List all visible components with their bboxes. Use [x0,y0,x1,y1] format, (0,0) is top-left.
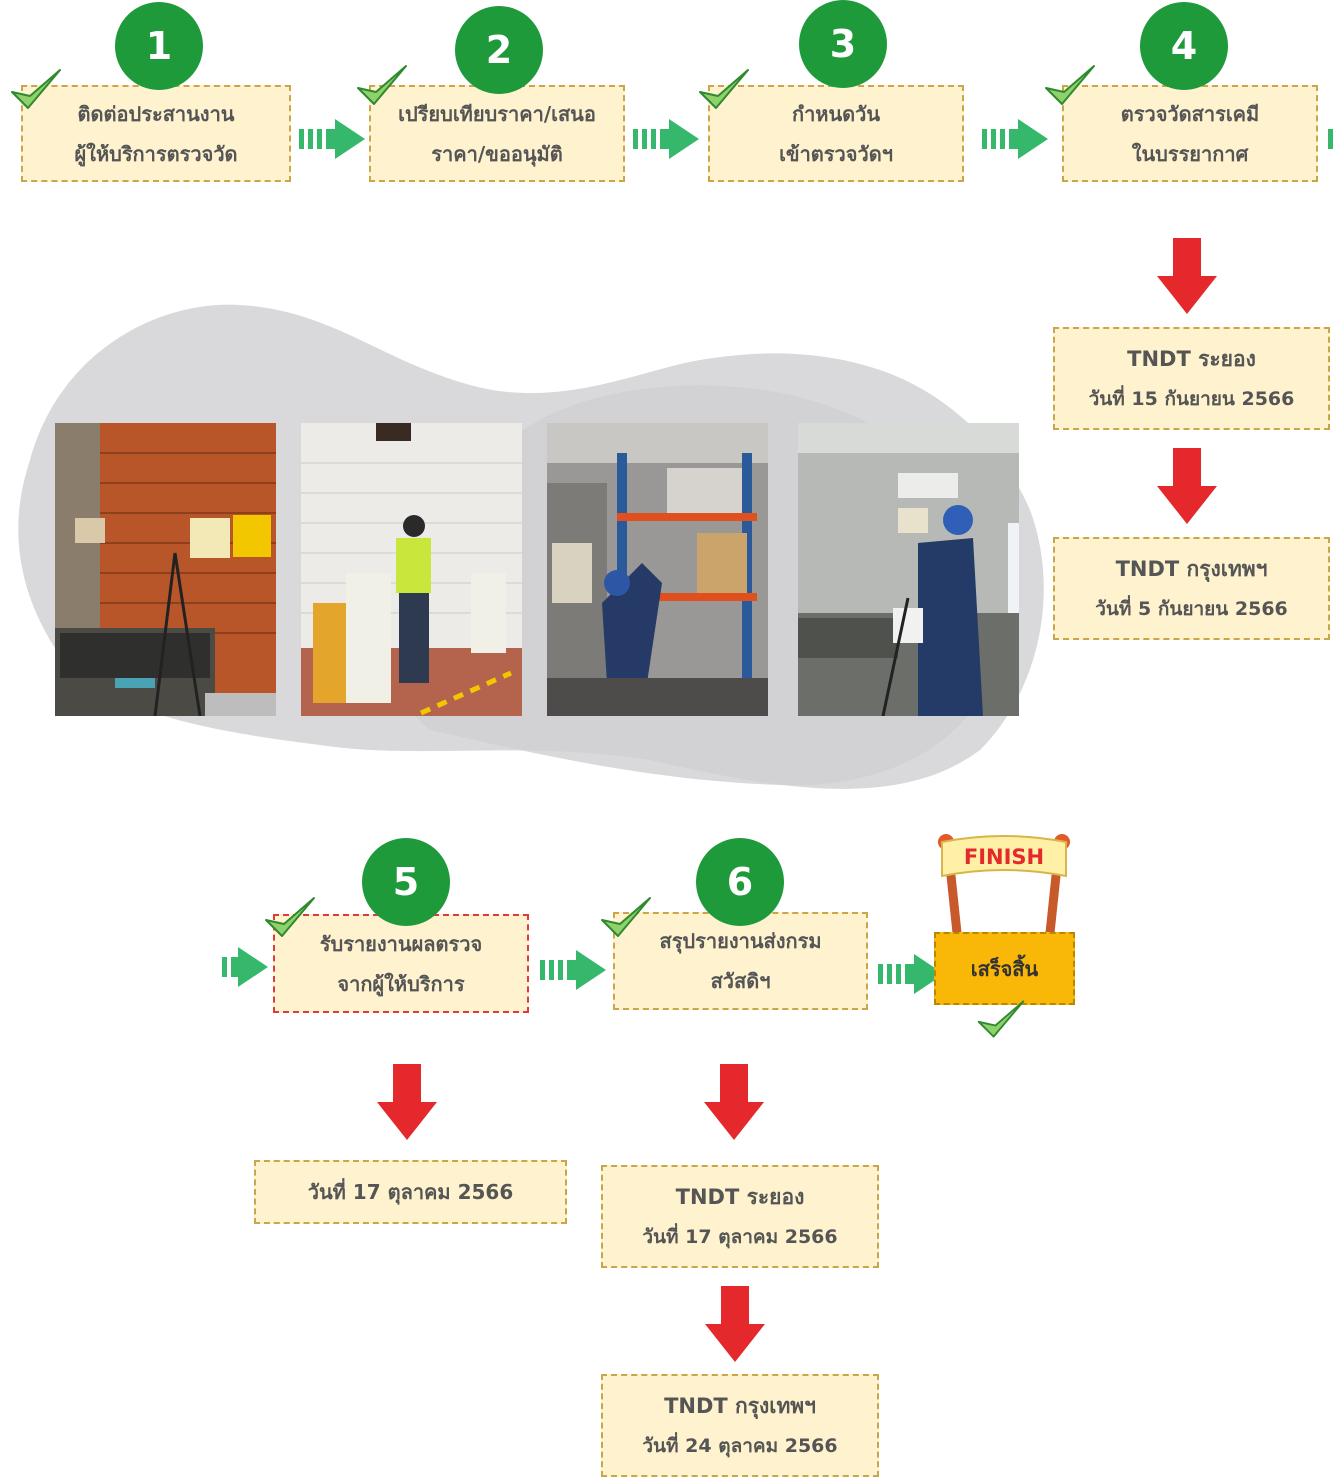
step-2-line1: เปรียบเทียบราคา/เสนอ [398,101,596,126]
check-icon [357,65,407,105]
date-text: วันที่ 5 กันยายน 2566 [1095,597,1288,620]
step-6-number: 6 [696,838,784,926]
check-icon [977,1000,1025,1038]
check-icon [1045,65,1095,105]
step-5-line2: จากผู้ให้บริการ [337,971,465,996]
step-5-number: 5 [362,838,450,926]
photo-lab-room [798,423,1019,716]
step-3-box: กำหนดวัน เข้าตรวจวัดฯ [708,85,964,182]
date-text: วันที่ 24 ตุลาคม 2566 [642,1434,838,1457]
finish-banner: FINISH [938,834,1070,940]
step-6-line2: สวัสดิฯ [710,969,771,993]
check-icon [11,69,61,109]
photo-wall-sink [55,423,276,716]
step-1-line2: ผู้ให้บริการตรวจวัด [74,141,238,166]
photo-storage-room [301,423,522,716]
flow-arrow-icon [299,119,365,159]
step-6-date-bangkok: TNDT กรุงเทพฯ วันที่ 24 ตุลาคม 2566 [601,1374,879,1477]
step-1-number: 1 [115,2,203,90]
down-arrow-icon [705,1286,765,1362]
step-5-box: รับรายงานผลตรวจ จากผู้ให้บริการ [273,914,529,1013]
step-2-line2: ราคา/ขออนุมัติ [431,141,563,166]
down-arrow-icon [377,1064,437,1140]
step-6-line1: สรุปรายงานส่งกรม [659,929,822,953]
site-name: TNDT ระยอง [1127,346,1256,371]
step-4-box: ตรวจวัดสารเคมี ในบรรยากาศ [1062,85,1318,182]
step-4-number: 4 [1140,2,1228,90]
step-1-box: ติดต่อประสานงาน ผู้ให้บริการตรวจวัด [21,85,291,182]
step-5-date: วันที่ 17 ตุลาคม 2566 [254,1160,567,1224]
step-4-date-bangkok: TNDT กรุงเทพฯ วันที่ 5 กันยายน 2566 [1053,537,1330,640]
step-4-date-rayong: TNDT ระยอง วันที่ 15 กันยายน 2566 [1053,327,1330,430]
finish-banner-text: FINISH [964,845,1044,869]
flow-arrow-icon [878,954,944,994]
check-icon [265,897,315,937]
step-3-number: 3 [799,0,887,88]
step-2-box: เปรียบเทียบราคา/เสนอ ราคา/ขออนุมัติ [369,85,625,182]
flow-arrow-icon [222,947,268,987]
date-text: วันที่ 17 ตุลาคม 2566 [642,1225,838,1248]
step-5-line1: รับรายงานผลตรวจ [319,931,483,956]
step-2-number: 2 [455,6,543,94]
step-1-line1: ติดต่อประสานงาน [77,101,235,126]
date-text: วันที่ 15 กันยายน 2566 [1088,387,1295,410]
site-name: TNDT กรุงเทพฯ [1115,556,1268,581]
flow-arrow-stub [1328,129,1333,149]
down-arrow-icon [704,1064,764,1140]
step-4-line2: ในบรรยากาศ [1131,141,1249,166]
finish-box: เสร็จสิ้น [934,932,1075,1005]
flow-arrow-icon [633,119,699,159]
down-arrow-icon [1157,238,1217,314]
step-6-date-rayong: TNDT ระยอง วันที่ 17 ตุลาคม 2566 [601,1165,879,1268]
step-4-line1: ตรวจวัดสารเคมี [1120,101,1260,126]
date-text: วันที่ 17 ตุลาคม 2566 [307,1180,514,1204]
check-icon [601,897,651,937]
flow-arrow-icon [540,950,606,990]
down-arrow-icon [1157,448,1217,524]
step-3-line2: เข้าตรวจวัดฯ [779,141,893,166]
check-icon [699,69,749,109]
step-3-line1: กำหนดวัน [791,101,881,126]
site-name: TNDT ระยอง [675,1184,805,1209]
flow-arrow-icon [982,119,1048,159]
site-name: TNDT กรุงเทพฯ [664,1393,816,1418]
photo-shelving [547,423,768,716]
